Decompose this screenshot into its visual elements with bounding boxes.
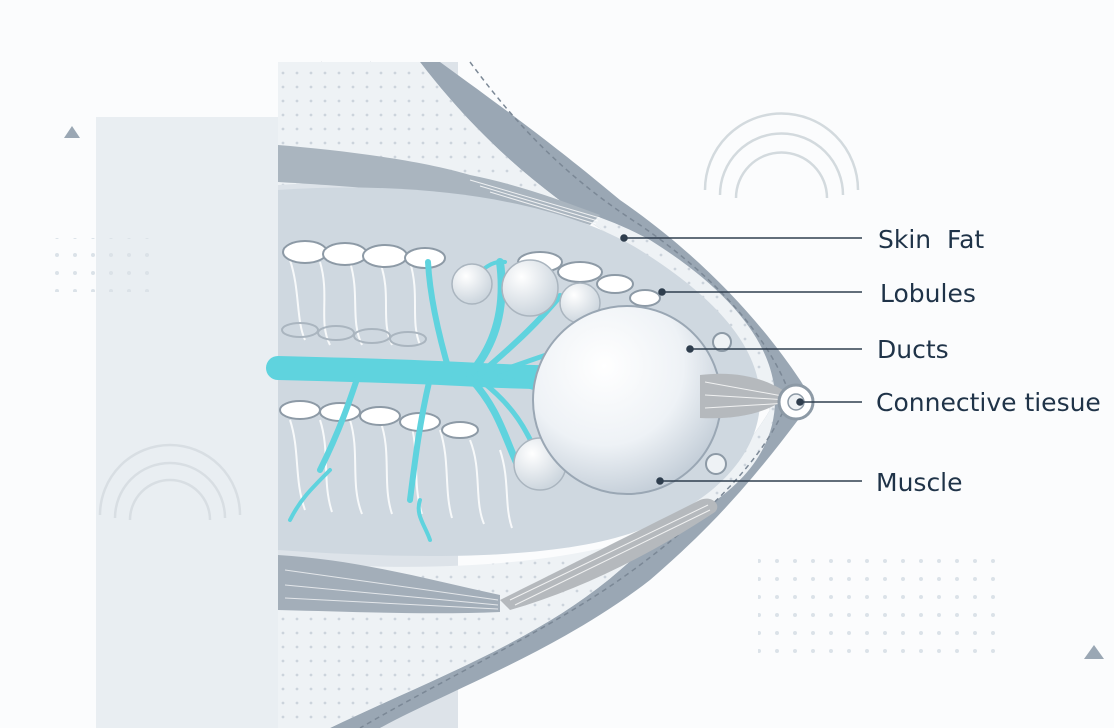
leader-dot	[796, 398, 804, 406]
chest-muscle-lines	[284, 569, 499, 610]
anatomy-cross-section	[266, 61, 815, 728]
connective-strands	[289, 259, 513, 529]
small-duct-ring	[712, 332, 732, 352]
nipple-fibre-lines	[704, 381, 789, 409]
small-lobule	[451, 263, 493, 305]
leader-dot	[686, 345, 694, 353]
large-lobule	[532, 305, 722, 495]
left-panel	[96, 117, 278, 728]
label-connective-tissue: Connective tiesue	[876, 388, 1101, 417]
dot-grid-right	[758, 556, 1008, 666]
leader-dot	[658, 288, 666, 296]
label-lobules: Lobules	[880, 279, 976, 308]
label-ducts: Ducts	[877, 335, 949, 364]
small-duct-ring	[705, 453, 727, 475]
triangle-icon-top	[64, 126, 80, 138]
label-skin-fat: Skin Fat	[878, 225, 984, 254]
dot-grid-left	[50, 238, 150, 292]
lobule-rings-middle	[281, 322, 427, 347]
arc-decoration-top	[703, 112, 860, 199]
small-lobule	[501, 259, 559, 317]
arc-decoration-bottom	[98, 443, 242, 521]
chest-muscle	[278, 555, 500, 614]
lobules	[451, 259, 722, 495]
gland-structures	[279, 240, 661, 529]
leader-dot	[620, 234, 628, 242]
triangle-icon-bottom	[1084, 645, 1104, 659]
skin-outline	[330, 62, 809, 728]
upper-fibre-lines	[469, 179, 601, 225]
background-decorations	[50, 112, 1104, 728]
leader-dot	[656, 477, 664, 485]
labels: Skin Fat Lobules Ducts Connective tiesue…	[876, 225, 1101, 497]
leader-lines	[620, 234, 862, 485]
label-muscle: Muscle	[876, 468, 963, 497]
lower-muscle-lines	[509, 504, 711, 606]
lobule-rings-lower	[279, 400, 479, 439]
